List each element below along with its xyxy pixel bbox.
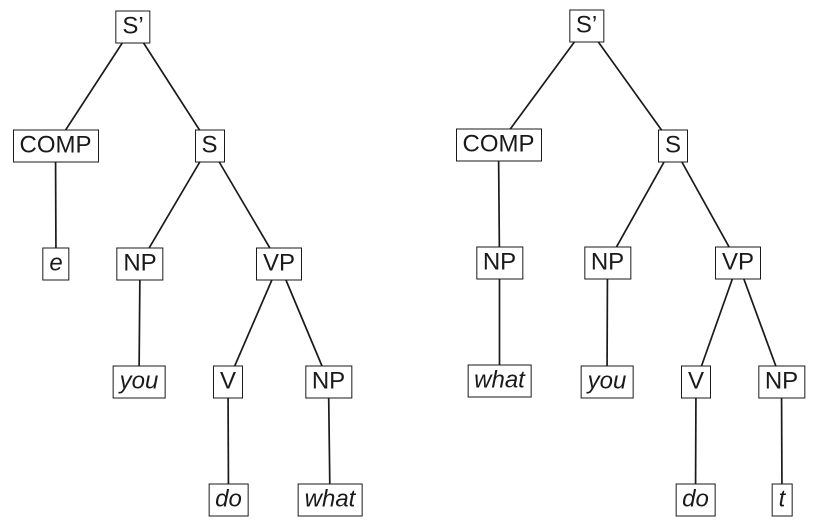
edge-left-v-do [227, 381, 230, 500]
edge-left-comp-e [54, 145, 57, 264]
edge-right-vp-v [695, 262, 739, 382]
node-left-comp: COMP [12, 129, 99, 162]
node-left-s-bar: S’ [115, 10, 151, 43]
node-right-np-subject: NP [583, 246, 632, 280]
node-left-np-object: NP [304, 365, 353, 398]
node-left-np-subject: NP [116, 247, 164, 280]
edge-left-vp-np [278, 263, 330, 382]
node-right-s-bar: S’ [568, 9, 605, 42]
node-right-do: do [675, 483, 716, 517]
node-right-comp: COMP [455, 128, 542, 162]
edge-right-sbar-comp [497, 24, 588, 146]
node-left-e: e [42, 247, 70, 280]
node-left-vp: VP [255, 247, 303, 280]
edge-left-np-what [327, 381, 331, 501]
edge-right-sbar-s [585, 25, 674, 147]
node-right-np-comp: NP [475, 246, 524, 280]
edge-left-sbar-comp [54, 26, 134, 146]
node-left-v: V [212, 365, 244, 398]
node-left-s: S [194, 129, 225, 162]
node-left-what: what [297, 483, 363, 517]
node-right-what: what [467, 364, 532, 398]
edge-right-comp-np [497, 144, 501, 264]
edge-left-s-np [139, 145, 211, 264]
edge-right-np-t [780, 381, 783, 500]
node-right-v: V [680, 365, 712, 398]
edge-right-vp-np [737, 262, 783, 382]
node-right-you: you [580, 365, 634, 398]
node-right-s: S [657, 129, 689, 163]
edge-left-s-vp [208, 145, 280, 264]
edge-left-np-you [138, 263, 141, 382]
edge-left-sbar-s [132, 26, 211, 146]
edge-left-vp-v [227, 263, 280, 382]
node-right-vp: VP [714, 246, 762, 280]
edge-right-v-do [694, 381, 697, 501]
node-left-you: you [112, 365, 166, 398]
edge-right-s-np [606, 145, 674, 264]
node-right-t: t [771, 483, 793, 516]
edge-right-s-vp [672, 145, 739, 264]
node-right-np-object: NP [757, 365, 806, 398]
node-left-do: do [208, 483, 249, 516]
edge-right-np-you [606, 262, 609, 382]
